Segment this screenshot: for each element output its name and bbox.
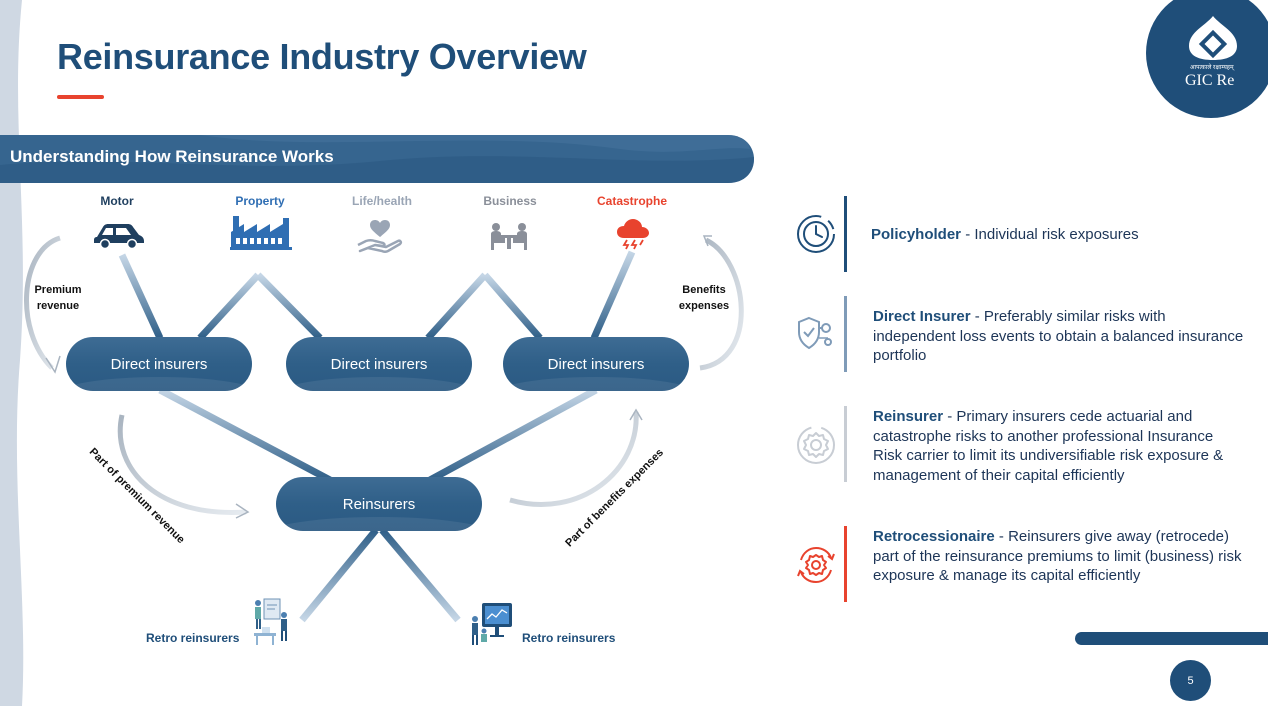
heart-hand-icon	[357, 220, 403, 253]
storm-cloud-icon	[617, 219, 649, 250]
category-label-catastrophe: Catastrophe	[596, 194, 667, 208]
role-accent-bar	[844, 406, 847, 482]
logo-emblem-icon	[1189, 16, 1237, 60]
role-reinsurer: Reinsurer - Primary insurers cede actuar…	[795, 406, 1245, 484]
shield-gear-icon	[798, 316, 832, 350]
node-reinsurers: Reinsurers	[276, 477, 482, 531]
page-title: Reinsurance Industry Overview	[57, 36, 587, 77]
footer-accent-bar	[1075, 632, 1268, 645]
role-text: Direct Insurer - Preferably similar risk…	[873, 308, 1244, 364]
role-accent-bar	[844, 526, 847, 602]
category-label-property: Property	[235, 194, 285, 208]
logo-tagline: आपत्काले रक्षाम्यहम्	[1190, 65, 1234, 71]
role-text: Reinsurer - Primary insurers cede actuar…	[873, 408, 1224, 484]
role-accent-bar	[844, 196, 847, 272]
gic-re-logo: आपत्काले रक्षाम्यहम् GIC Re	[1138, 0, 1268, 118]
role-text: Policyholder - Individual risk exposures	[871, 226, 1139, 243]
category-label-life-health: Life/health	[351, 194, 412, 208]
role-text: Retrocessionaire - Reinsurers give away …	[873, 528, 1242, 584]
page-number: 5	[1170, 660, 1211, 701]
flow-diagram	[24, 235, 744, 623]
category-label-business: Business	[483, 194, 537, 208]
role-direct-insurer: Direct Insurer - Preferably similar risk…	[795, 296, 1245, 372]
retro-monitor-icon	[472, 603, 512, 645]
section-banner-title: Understanding How Reinsurance Works	[10, 147, 334, 166]
factory-icon	[230, 216, 292, 250]
role-retrocessionaire: Retrocessionaire - Reinsurers give away …	[795, 526, 1245, 602]
node-direct-insurers-2: Direct insurers	[286, 337, 472, 391]
gear-cycle-icon	[797, 546, 835, 584]
retro-reinsurers-label-right: Retro reinsurers	[522, 631, 616, 645]
gear-icon	[797, 426, 835, 464]
retro-presentation-icon	[254, 598, 287, 645]
node-direct-insurers-1: Direct insurers	[66, 337, 252, 391]
category-label-motor: Motor	[100, 194, 134, 208]
meeting-icon	[491, 223, 527, 250]
node-direct-insurers-3: Direct insurers	[503, 337, 689, 391]
role-policyholder: Policyholder - Individual risk exposures	[795, 196, 1245, 272]
retro-reinsurers-label-left: Retro reinsurers	[146, 631, 240, 645]
title-underline	[57, 95, 104, 99]
clock-icon	[797, 215, 835, 253]
role-accent-bar	[844, 296, 847, 372]
car-icon	[94, 224, 144, 249]
section-banner	[0, 135, 754, 183]
logo-name: GIC Re	[1185, 72, 1235, 89]
